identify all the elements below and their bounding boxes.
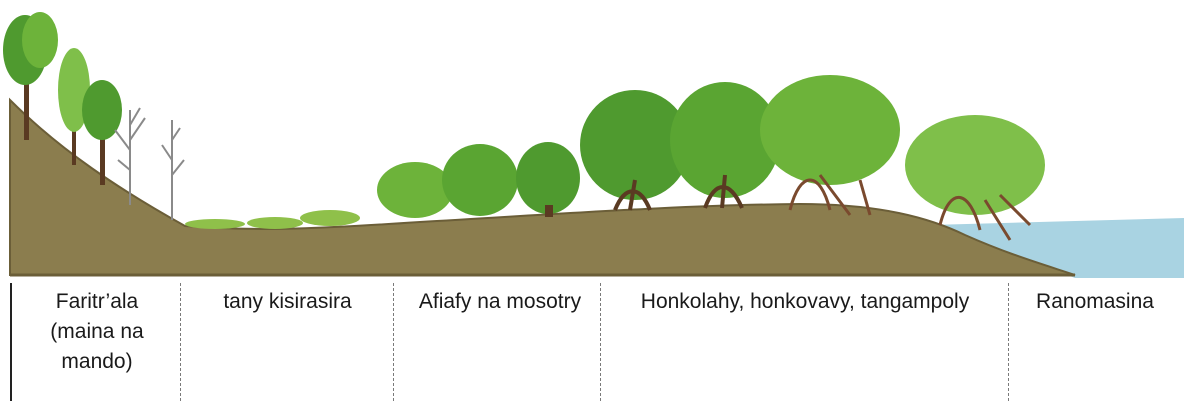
separator [180, 283, 181, 401]
shrub-zone [377, 142, 580, 218]
zone-label-sea: Ranomasina [1010, 283, 1180, 317]
zone-label-saltflat: tany kisirasira [190, 283, 385, 317]
coastal-zonation-illustration [0, 0, 1184, 290]
separator [393, 283, 394, 401]
separator [600, 283, 601, 401]
zone-label-row: Faritr’ala (maina na mando) tany kisiras… [0, 283, 1184, 403]
zone-label-mangrove: Honkolahy, honkovavy, tangampoly [620, 283, 990, 317]
separator [1008, 283, 1009, 401]
zone-label-upland: Faritr’ala (maina na mando) [22, 283, 172, 377]
zone-label-shrub: Afiafy na mosotry [410, 283, 590, 317]
separator [10, 283, 12, 401]
